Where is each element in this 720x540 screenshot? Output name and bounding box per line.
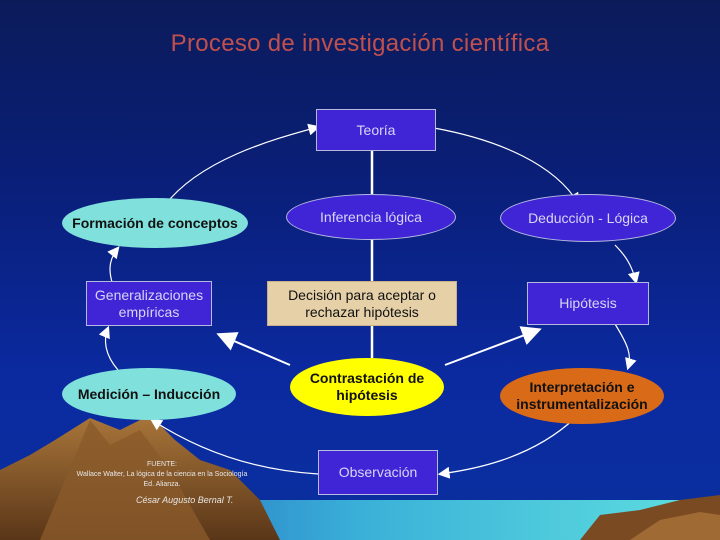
- node-contrastacion-hipotesis: Contrastación de hipótesis: [290, 358, 444, 416]
- arc-medicion-generalizaciones: [98, 325, 119, 371]
- arrow-to-hipotesis: [444, 326, 542, 366]
- source-note: FUENTE: Wallace Walter, La lógica de la …: [52, 460, 272, 490]
- node-deduccion-logica: Deducción - Lógica: [500, 194, 676, 242]
- arc-hipotesis-interpretacion: [614, 323, 637, 371]
- arc-teoria-deduccion: [433, 127, 580, 206]
- node-teoria: Teoría: [316, 109, 436, 151]
- node-generalizaciones-empiricas: Generalizaciones empíricas: [86, 281, 212, 326]
- arc-observacion-medicion: [149, 418, 319, 475]
- node-formacion-conceptos: Formación de conceptos: [62, 198, 248, 248]
- arrow-to-generalizaciones: [216, 332, 291, 366]
- arc-deduccion-hipotesis: [614, 244, 640, 285]
- arc-generalizaciones-formacion: [107, 246, 120, 283]
- node-hipotesis: Hipótesis: [527, 282, 649, 325]
- node-medicion-induccion: Medición – Inducción: [62, 368, 236, 420]
- source-line1: Wallace Walter, La lógica de la ciencia …: [76, 471, 248, 478]
- node-decision-hipotesis: Decisión para aceptar o rechazar hipótes…: [267, 281, 457, 326]
- page-title: Proceso de investigación científica: [170, 30, 550, 57]
- node-observacion: Observación: [318, 450, 438, 495]
- source-author: César Augusto Bernal T.: [136, 495, 234, 505]
- source-label: FUENTE:: [147, 461, 177, 468]
- arc-interpretacion-observacion: [437, 417, 576, 479]
- source-line2: Ed. Alianza.: [143, 481, 181, 488]
- arc-formacion-teoria: [164, 123, 321, 206]
- node-interpretacion: Interpretación e instrumentalización: [500, 368, 664, 424]
- node-inferencia-logica: Inferencia lógica: [286, 194, 456, 240]
